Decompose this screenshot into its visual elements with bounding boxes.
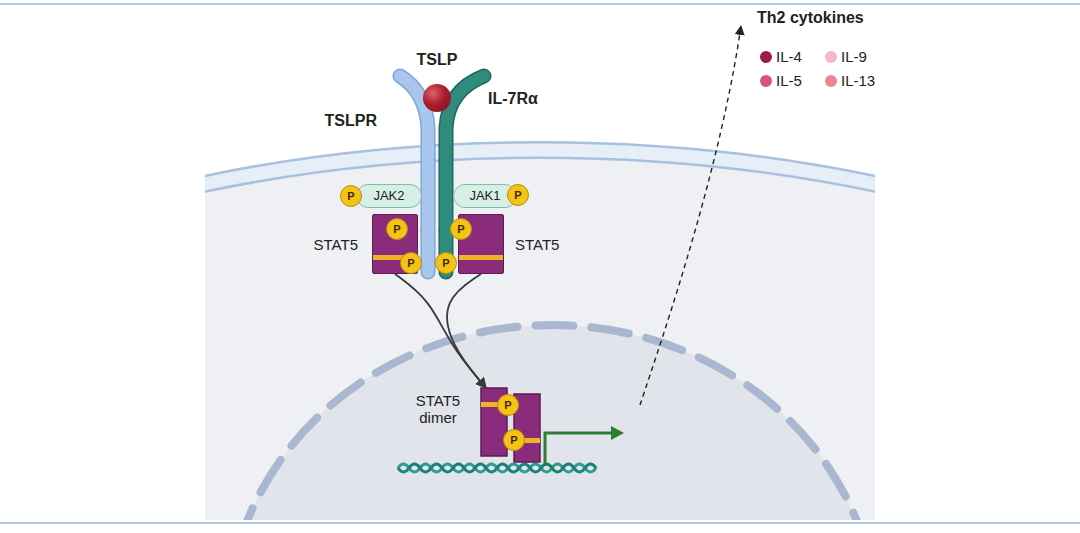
node-label: STAT5 [278, 236, 358, 253]
node-label: TSLPR [303, 112, 377, 130]
secretion-arrow [640, 26, 741, 405]
node-label: IL-7Rα [488, 90, 568, 108]
node-label: JAK2 [373, 189, 404, 204]
phospho-mark: P [407, 257, 414, 270]
stat-monomer: STAT5PP [372, 214, 418, 274]
legend-swatch [760, 75, 772, 87]
legend-text: IL-13 [841, 72, 875, 89]
ligand-ball: TSLP [423, 84, 451, 112]
node-label: STAT5 dimer [408, 392, 468, 427]
phospho-circle: P [435, 252, 457, 274]
phospho-mark: P [393, 223, 400, 236]
legend-text: IL-4 [776, 48, 802, 65]
stat-monomer: STAT5PP [458, 214, 504, 274]
cell-membrane [205, 150, 875, 520]
cell-body [205, 150, 875, 520]
transcription-arrow [545, 433, 612, 466]
phospho-mark: P [510, 434, 517, 447]
dna-strand [398, 464, 596, 472]
legend-heading: Th2 cytokines [757, 9, 864, 27]
phospho-circle: P [386, 218, 408, 240]
nucleus [227, 325, 875, 520]
legend-swatch [760, 51, 772, 63]
phospho-mark: P [504, 399, 511, 412]
stat-dimer: STAT5 dimerPP [480, 388, 542, 462]
translocation-arrow [395, 274, 486, 388]
legend-swatch [825, 51, 837, 63]
legend-text: IL-5 [776, 72, 802, 89]
phospho-circle: P [497, 394, 519, 416]
kinase-pill: JAK2P [356, 184, 422, 208]
node-label: JAK1 [469, 189, 500, 204]
phospho-circle: P [340, 185, 362, 207]
dna-strand [398, 464, 596, 472]
phospho-circle: P [507, 184, 529, 206]
frame-rule [0, 3, 1080, 4]
phospho-mark: P [442, 257, 449, 270]
phospho-mark: P [347, 190, 354, 203]
stat-linker [420, 229, 448, 233]
kinase-pill: JAK1P [453, 184, 517, 208]
legend-swatch [825, 75, 837, 87]
node-label: TSLP [397, 51, 477, 69]
phospho-mark: P [457, 223, 464, 236]
phospho-circle: P [400, 252, 422, 274]
phospho-circle: P [450, 218, 472, 240]
node-label: STAT5 [515, 236, 595, 253]
transcription-arrow-head [611, 426, 624, 440]
phospho-circle: P [503, 429, 525, 451]
frame-rule [0, 522, 1080, 523]
legend-text: IL-9 [841, 48, 867, 65]
translocation-arrow [447, 274, 486, 388]
phospho-mark: P [514, 189, 521, 202]
